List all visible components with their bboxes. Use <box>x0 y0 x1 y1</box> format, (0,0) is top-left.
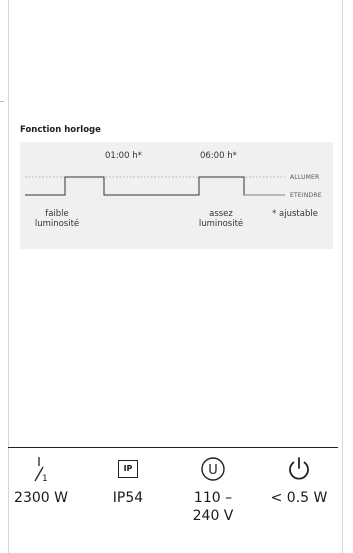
spec-voltage: U 110 – 240 V <box>178 455 248 525</box>
state-on-label: ALLUMER <box>290 174 320 181</box>
medium-brightness-label: assez luminosité <box>198 209 244 229</box>
spec-voltage-value: 110 – 240 V <box>192 490 234 524</box>
adjustable-note: * ajustable <box>272 209 318 219</box>
spec-power-value: 2300 W <box>14 490 68 506</box>
svg-text:1: 1 <box>42 474 48 483</box>
low-brightness-label: faible luminosité <box>34 209 80 229</box>
spec-power: 1 2300 W <box>6 455 76 507</box>
spec-standby-value: < 0.5 W <box>270 490 328 506</box>
spec-standby: < 0.5 W <box>264 455 334 507</box>
power-rating-icon: 1 <box>6 455 76 483</box>
spec-ip-value: IP54 <box>112 490 144 506</box>
standby-power-icon <box>264 455 334 483</box>
ip-rating-icon: IP <box>93 455 163 483</box>
specs-divider <box>8 447 338 448</box>
content-frame <box>8 0 343 553</box>
time-off-label: 06:00 h* <box>200 151 237 161</box>
state-off-label: ETEINDRE <box>290 192 322 199</box>
ip-icon-text: IP <box>118 460 138 478</box>
edge-tick <box>0 101 4 102</box>
voltage-icon: U <box>178 455 248 483</box>
timer-diagram-panel <box>20 142 333 249</box>
timer-function-title: Fonction horloge <box>20 125 101 135</box>
time-on-label: 01:00 h* <box>105 151 142 161</box>
spec-ip: IP IP54 <box>93 455 163 507</box>
voltage-icon-text: U <box>208 463 218 478</box>
